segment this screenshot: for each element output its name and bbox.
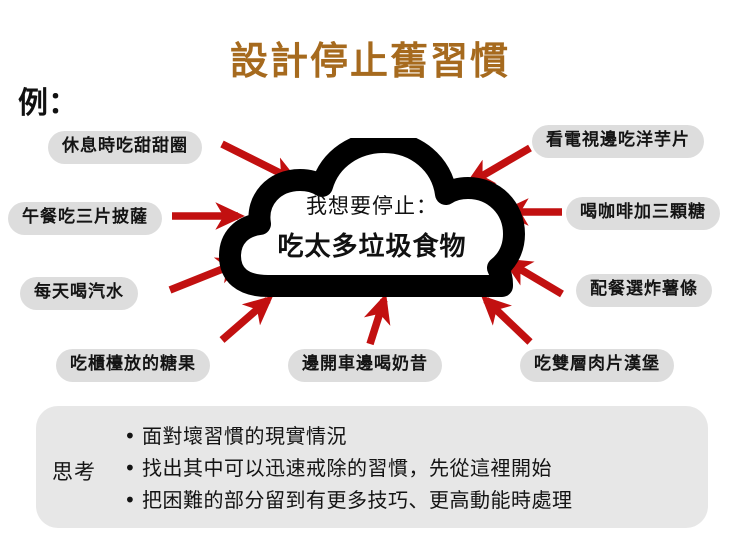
habit-pill-milkshake[interactable]: 邊開車邊喝奶昔 — [288, 349, 442, 382]
example-label: 例： — [18, 86, 78, 121]
arrow-burger — [480, 295, 533, 345]
cloud-text-habit: 吃太多垃圾食物 — [277, 232, 467, 262]
arrow-candy — [219, 295, 274, 343]
think-list-item: • 找出其中可以迅速戒除的習慣，先從這裡開始 — [124, 452, 694, 484]
habit-pill-chips[interactable]: 看電視邊吃洋芋片 — [532, 125, 704, 158]
habit-pill-donut[interactable]: 休息時吃甜甜圈 — [48, 131, 202, 164]
bullet-icon: • — [124, 456, 137, 480]
habit-pill-coffee[interactable]: 喝咖啡加三顆糖 — [566, 197, 720, 230]
habit-pill-burger[interactable]: 吃雙層肉片漢堡 — [520, 349, 674, 382]
arrow-milkshake — [363, 293, 391, 346]
think-item-text: 面對壞習慣的現實情況 — [142, 424, 347, 448]
think-list: • 面對壞習慣的現實情況 • 找出其中可以迅速戒除的習慣，先從這裡開始 • 把困… — [124, 420, 694, 516]
bullet-icon: • — [124, 488, 137, 512]
cloud-text-intent: 我想要停止： — [306, 194, 438, 218]
think-list-item: • 把困難的部分留到有更多技巧、更高動能時處理 — [124, 484, 694, 516]
think-list-item: • 面對壞習慣的現實情況 — [124, 420, 694, 452]
think-label: 思考 — [52, 460, 96, 484]
think-panel — [36, 406, 708, 528]
habit-pill-candy[interactable]: 吃櫃檯放的糖果 — [56, 349, 210, 382]
bullet-icon: • — [124, 424, 137, 448]
habit-pill-pizza[interactable]: 午餐吃三片披薩 — [8, 202, 162, 235]
think-item-text: 把困難的部分留到有更多技巧、更高動能時處理 — [142, 488, 573, 512]
habit-pill-fries[interactable]: 配餐選炸薯條 — [576, 274, 712, 307]
habit-pill-soda[interactable]: 每天喝汽水 — [20, 277, 138, 310]
think-item-text: 找出其中可以迅速戒除的習慣，先從這裡開始 — [142, 456, 552, 480]
cloud-shape — [216, 138, 528, 300]
page-title: 設計停止舊習慣 — [229, 39, 510, 83]
